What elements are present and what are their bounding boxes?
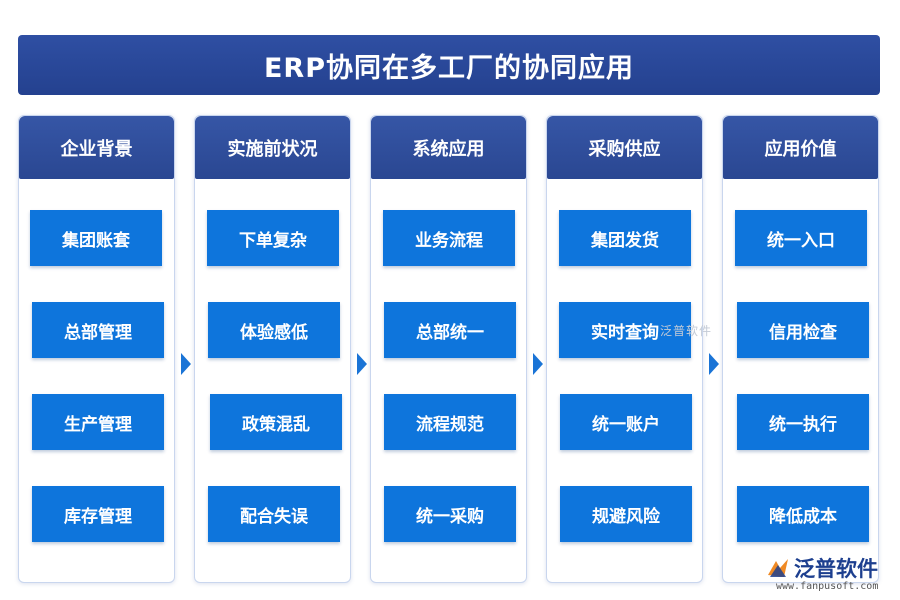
column-header: 应用价值 bbox=[723, 116, 878, 179]
item-box: 流程规范 bbox=[384, 394, 516, 450]
item-box: 实时查询 bbox=[559, 302, 691, 358]
diagram-title: ERP协同在多工厂的协同应用 bbox=[18, 35, 880, 95]
brand-logo: 泛普软件 www.fanpusoft.com bbox=[764, 553, 894, 597]
column-procurement-supply: 采购供应 集团发货 实时查询 统一账户 规避风险 bbox=[546, 115, 703, 583]
item-box: 下单复杂 bbox=[207, 210, 339, 266]
column-application-value: 应用价值 统一入口 信用检查 统一执行 降低成本 bbox=[722, 115, 879, 583]
item-box: 统一入口 bbox=[735, 210, 867, 266]
item-box: 库存管理 bbox=[32, 486, 164, 542]
column-company-background: 企业背景 集团账套 总部管理 生产管理 库存管理 bbox=[18, 115, 175, 583]
item-box: 政策混乱 bbox=[210, 394, 342, 450]
brand-url: www.fanpusoft.com bbox=[776, 581, 879, 592]
column-header: 采购供应 bbox=[547, 116, 702, 179]
column-header: 实施前状况 bbox=[195, 116, 350, 179]
brand-name: 泛普软件 bbox=[794, 557, 878, 581]
column-system-application: 系统应用 业务流程 总部统一 流程规范 统一采购 bbox=[370, 115, 527, 583]
flow-arrow-right-icon bbox=[709, 353, 719, 375]
item-box: 统一采购 bbox=[384, 486, 516, 542]
item-box: 总部统一 bbox=[384, 302, 516, 358]
brand-logo-icon bbox=[768, 559, 788, 577]
item-box: 降低成本 bbox=[737, 486, 869, 542]
column-header: 系统应用 bbox=[371, 116, 526, 179]
item-box: 体验感低 bbox=[208, 302, 340, 358]
item-box: 信用检查 bbox=[737, 302, 869, 358]
column-header: 企业背景 bbox=[19, 116, 174, 179]
item-box: 集团发货 bbox=[559, 210, 691, 266]
item-box: 总部管理 bbox=[32, 302, 164, 358]
item-box: 配合失误 bbox=[208, 486, 340, 542]
column-pre-implementation: 实施前状况 下单复杂 体验感低 政策混乱 配合失误 bbox=[194, 115, 351, 583]
item-box: 业务流程 bbox=[383, 210, 515, 266]
watermark-text: 泛普软件 bbox=[660, 324, 713, 338]
flow-arrow-right-icon bbox=[357, 353, 367, 375]
item-box: 规避风险 bbox=[560, 486, 692, 542]
item-box: 统一账户 bbox=[560, 394, 692, 450]
flow-arrow-right-icon bbox=[181, 353, 191, 375]
item-box: 集团账套 bbox=[30, 210, 162, 266]
item-box: 生产管理 bbox=[32, 394, 164, 450]
item-box: 统一执行 bbox=[737, 394, 869, 450]
flow-arrow-right-icon bbox=[533, 353, 543, 375]
